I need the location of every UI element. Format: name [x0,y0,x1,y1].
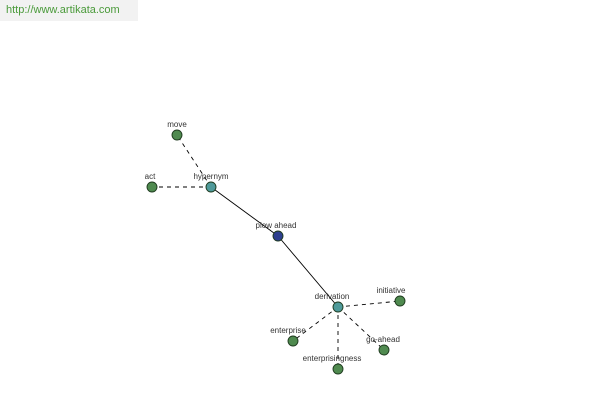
edge-derivation-to-go-ahead [337,306,385,351]
node-circle-hypernym[interactable] [205,181,217,193]
edge-derivation-to-enterprise [292,306,339,342]
node-go-ahead[interactable]: go-ahead [366,335,400,356]
node-label-derivation: derivation [315,292,350,301]
node-initiative[interactable]: initiative [377,286,406,307]
node-label-enterprisingness: enterprisingness [303,354,362,363]
node-label-plow-ahead: plow ahead [256,221,297,230]
edge-hypernym-to-plow-ahead [210,186,279,237]
edge-derivation-to-initiative [337,300,401,308]
node-label-initiative: initiative [377,286,406,295]
node-circle-enterprise[interactable] [287,335,299,347]
node-label-act: act [145,172,156,181]
nodes-layer: move act hypernym plow ahead derivation initi… [145,120,406,375]
node-plow-ahead[interactable]: plow ahead [256,221,297,242]
node-circle-enterprisingness[interactable] [332,363,344,375]
node-move[interactable]: move [167,120,187,141]
edge-plow-ahead-to-derivation [277,235,339,308]
node-circle-plow-ahead[interactable] [272,230,284,242]
node-enterprise[interactable]: enterprise [270,326,306,347]
node-circle-derivation[interactable] [332,301,344,313]
node-act[interactable]: act [145,172,158,193]
node-enterprisingness[interactable]: enterprisingness [303,354,362,375]
node-label-go-ahead: go-ahead [366,335,400,344]
site-url-watermark[interactable]: http://www.artikata.com [0,0,138,21]
node-label-enterprise: enterprise [270,326,306,335]
node-label-move: move [167,120,187,129]
node-circle-act[interactable] [146,181,158,193]
node-circle-initiative[interactable] [394,295,406,307]
node-derivation[interactable]: derivation [315,292,350,313]
edge-hypernym-to-move [176,134,212,188]
node-label-hypernym: hypernym [193,172,228,181]
edges-layer [152,134,401,369]
node-hypernym[interactable]: hypernym [193,172,229,193]
node-circle-move[interactable] [171,129,183,141]
node-circle-go-ahead[interactable] [378,344,390,356]
